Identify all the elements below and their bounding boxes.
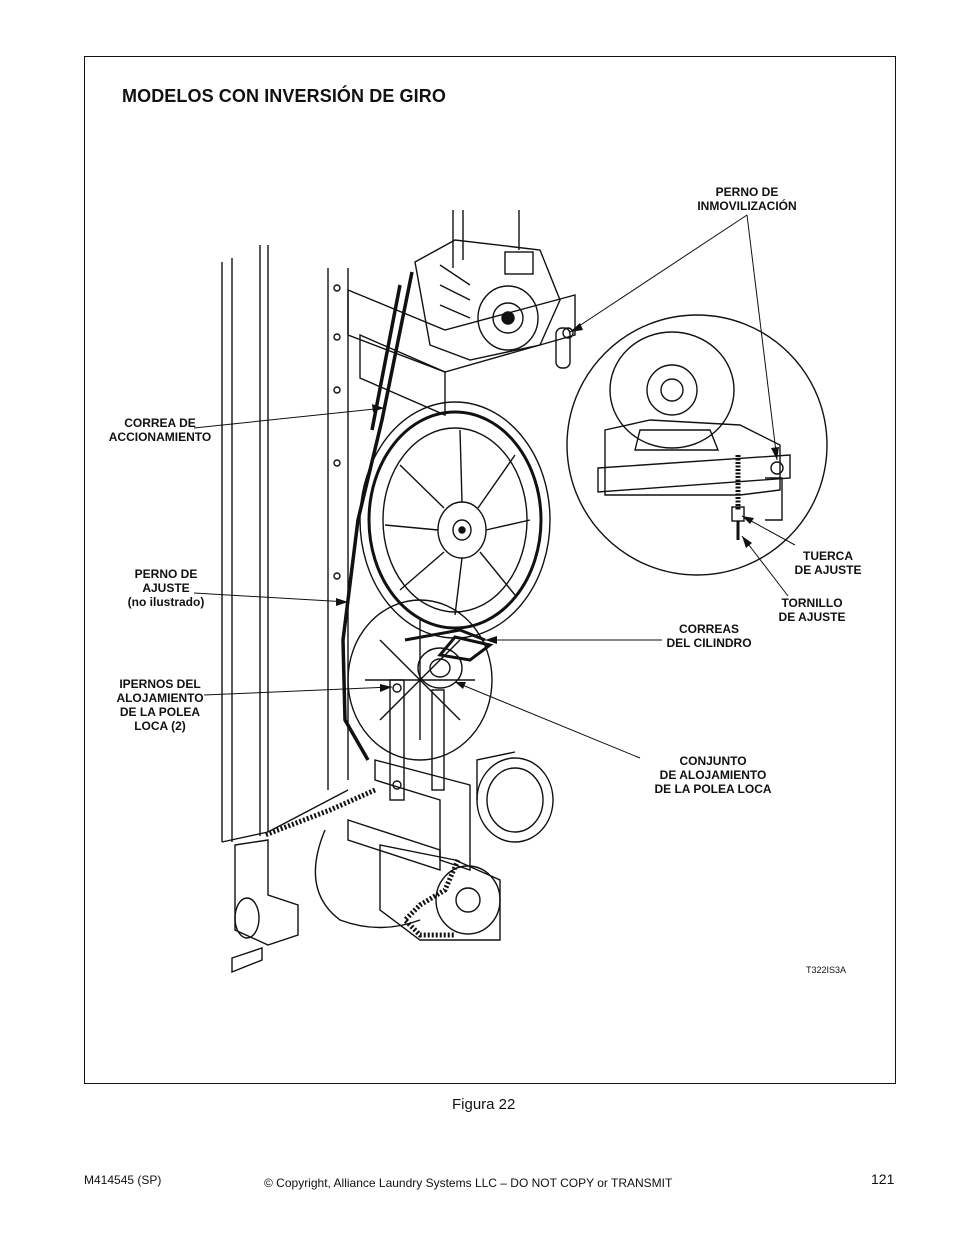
label-conjunto-alojamiento: CONJUNTO DE ALOJAMIENTO DE LA POLEA LOCA (654, 754, 772, 796)
drum-pulley (347, 599, 493, 761)
label-ipernos-alojamiento: IPERNOS DEL ALOJAMIENTO DE LA POLEA LOCA… (116, 677, 204, 733)
label-perno-ajuste: PERNO DE AJUSTE (no ilustrado) (127, 567, 205, 609)
flexible-conduit (264, 787, 461, 938)
cabinet-frame (221, 210, 520, 843)
figure-title: Modelos con Inversión de Giro (122, 86, 446, 106)
figure-caption: Figura 22 (452, 1096, 516, 1113)
page-number: 121 (871, 1171, 895, 1187)
figure-code: T322IS3A (806, 965, 847, 975)
lower-left-bracket (231, 839, 299, 974)
motor-bracket (347, 288, 576, 417)
callout-arrowheads (336, 323, 779, 692)
label-perno-inmovilizacion: PERNO DE INMOVILIZACIÓN (697, 185, 797, 213)
cylinder-belts (404, 628, 486, 642)
label-correa-accionamiento: CORREA DE ACCIONAMIENTO (108, 416, 212, 444)
callout-leader-lines (193, 214, 796, 759)
copyright-notice: © Copyright, Alliance Laundry Systems LL… (264, 1176, 673, 1190)
detail-inset (566, 314, 828, 576)
idler-pulley-assembly (389, 635, 494, 801)
label-tornillo-ajuste: TORNILLO DE AJUSTE (778, 596, 846, 624)
figure-frame (84, 56, 896, 1084)
label-correas-cilindro: CORREAS DEL CILINDRO (666, 622, 752, 650)
lower-bracket (314, 751, 554, 941)
large-pulley (359, 401, 551, 639)
drive-motor (414, 239, 561, 361)
document-number: M414545 (SP) (84, 1173, 162, 1187)
label-tuerca-ajuste: TUERCA DE AJUSTE (794, 549, 862, 577)
drive-belt (341, 271, 414, 761)
